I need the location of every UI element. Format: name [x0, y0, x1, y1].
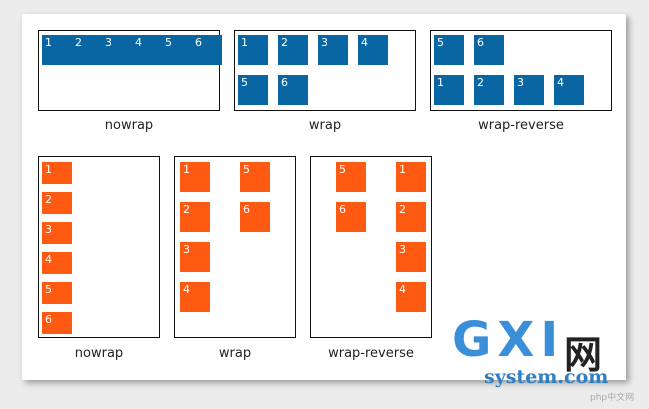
flex-item: 2	[396, 202, 426, 232]
flex-item: 4	[396, 282, 426, 312]
flex-item: 2	[278, 35, 308, 65]
caption-top-wrap-reverse: wrap-reverse	[478, 118, 564, 133]
flex-item: 1	[396, 162, 426, 192]
flex-item: 6	[240, 202, 270, 232]
flex-item: 3	[514, 75, 544, 105]
logo-site-text: system.com	[484, 366, 609, 388]
flex-item: 1	[238, 35, 268, 65]
flex-item: 1	[434, 75, 464, 105]
flex-item: 4	[180, 282, 210, 312]
logo-cn-text: 网	[564, 333, 603, 377]
flex-item: 6	[278, 75, 308, 105]
flex-item: 3	[396, 242, 426, 272]
row-nowrap-container: 1 2 3 4 5 6	[38, 30, 222, 111]
column-nowrap-container: 1 2 3 4 5 6	[38, 156, 160, 338]
flex-item: 6	[42, 312, 72, 334]
logo-text: GXI	[452, 312, 565, 368]
flex-item: 5	[240, 162, 270, 192]
flex-item: 5	[42, 282, 72, 304]
row-wrap-reverse-container: 5 6 1 2 3 4	[430, 30, 612, 111]
flex-item: 3	[42, 222, 72, 244]
flex-item: 2	[180, 202, 210, 232]
flex-item: 5	[162, 35, 192, 65]
flex-item: 6	[336, 202, 366, 232]
flex-item: 6	[192, 35, 222, 65]
row-wrap-container: 1 2 3 4 5 6	[234, 30, 416, 111]
caption-bottom-nowrap: nowrap	[74, 346, 124, 361]
flex-item: 2	[474, 75, 504, 105]
flex-item: 1	[42, 35, 72, 65]
caption-bottom-wrap: wrap	[218, 346, 252, 361]
flex-item: 1	[42, 162, 72, 184]
column-wrap-reverse-container: 5 6 1 2 3 4	[310, 156, 432, 338]
flex-item: 4	[358, 35, 388, 65]
figure-card: 1 2 3 4 5 6 nowrap 1 2 3 4 5 6 wrap 5 6 …	[22, 14, 626, 380]
flex-item: 4	[42, 252, 72, 274]
watermark-logo: GXI 网 system.com php中文网	[440, 312, 649, 409]
flex-item: 3	[318, 35, 348, 65]
column-wrap-container: 1 2 3 4 5 6	[174, 156, 296, 338]
logo-small-text: php中文网	[590, 393, 635, 403]
flex-item: 2	[72, 35, 102, 65]
flex-item: 3	[102, 35, 132, 65]
flex-item: 5	[238, 75, 268, 105]
flex-item: 1	[180, 162, 210, 192]
flex-item: 3	[180, 242, 210, 272]
flex-item: 2	[42, 192, 72, 214]
flex-item: 4	[554, 75, 584, 105]
flex-item: 6	[474, 35, 504, 65]
flex-item: 4	[132, 35, 162, 65]
flex-item: 5	[434, 35, 464, 65]
flex-item: 5	[336, 162, 366, 192]
caption-bottom-wrap-reverse: wrap-reverse	[328, 346, 414, 361]
caption-top-nowrap: nowrap	[104, 118, 154, 133]
caption-top-wrap: wrap	[308, 118, 342, 133]
